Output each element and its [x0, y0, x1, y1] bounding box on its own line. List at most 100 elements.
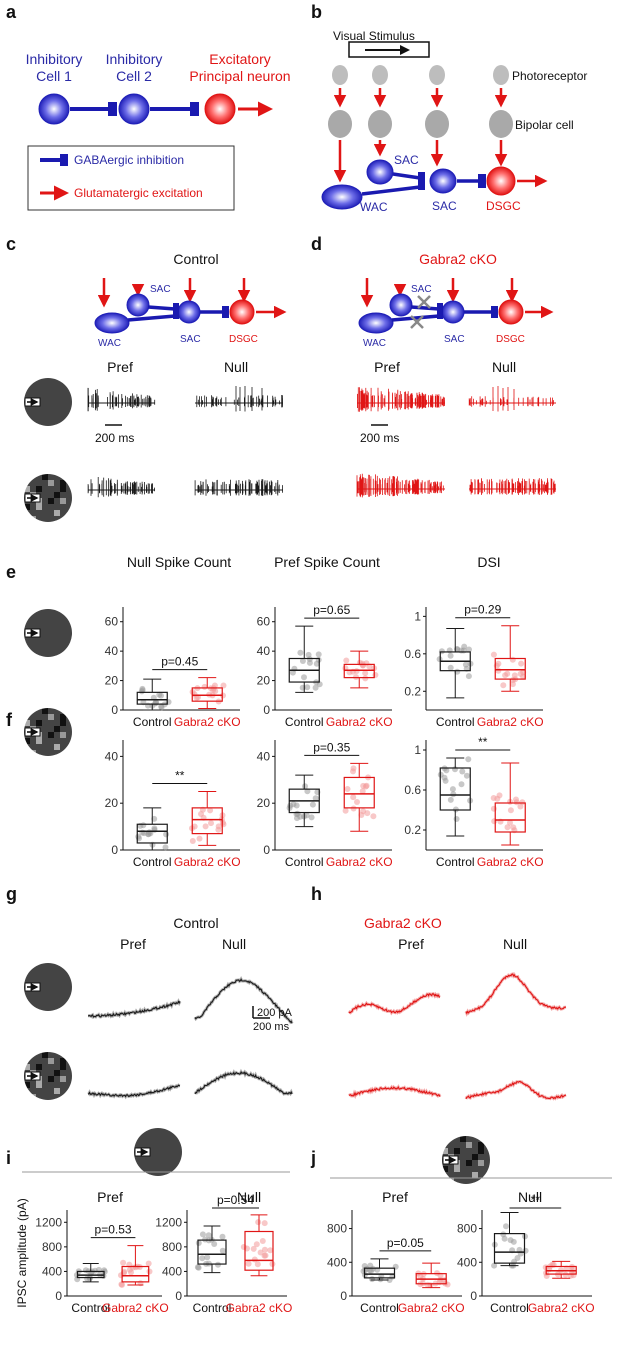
- data-point: [450, 791, 457, 798]
- y-tick-label: 400: [327, 1255, 347, 1269]
- data-point: [302, 783, 308, 790]
- significance-label: p=0.53: [95, 1223, 132, 1237]
- data-point: [490, 651, 497, 658]
- data-point: [207, 807, 214, 814]
- data-point: [151, 825, 158, 832]
- y-tick-label: 400: [162, 1264, 182, 1278]
- c-sac-label-2: SAC: [180, 334, 201, 345]
- cell1-label-2: Cell 1: [36, 68, 72, 84]
- data-point: [156, 691, 163, 698]
- h-null-label: Null: [503, 936, 527, 952]
- d-time-scale-label: 200 ms: [360, 431, 399, 445]
- spike-train: [194, 479, 283, 496]
- box-control: [288, 625, 323, 693]
- ipsc-trace: [87, 1084, 181, 1098]
- panel-b: Visual Stimulus Photoreceptor Bipolar ce…: [321, 29, 587, 214]
- inhibitory-cell-1: [38, 93, 70, 125]
- data-point: [215, 1261, 221, 1268]
- y-tick-label: 0.6: [404, 647, 421, 661]
- y-tick-label: 1200: [155, 1215, 182, 1229]
- data-point: [495, 667, 502, 674]
- y-tick-label: 1: [414, 743, 421, 757]
- data-point: [199, 1231, 206, 1238]
- data-point: [362, 670, 369, 677]
- cell2-label-2: Cell 2: [116, 68, 152, 84]
- b-inhib-terminal: [478, 174, 486, 188]
- data-point: [261, 1246, 268, 1253]
- y-tick-label: 800: [327, 1222, 347, 1236]
- data-point: [146, 1268, 153, 1275]
- y-axis-label: IPSC amplitude (pA): [15, 1198, 29, 1307]
- data-point: [513, 796, 519, 803]
- significance-label: **: [175, 768, 185, 782]
- iqr-box: [121, 1265, 150, 1283]
- data-point: [204, 1254, 211, 1261]
- data-point: [145, 1260, 152, 1267]
- legend-inhib-terminal: [60, 154, 68, 166]
- cell1-label-1: Inhibitory: [26, 51, 83, 67]
- spike-train: [87, 477, 155, 498]
- data-point: [254, 1261, 261, 1268]
- ipsc-sem-band: [347, 991, 441, 1016]
- g-title: Control: [173, 915, 218, 931]
- data-point: [507, 807, 514, 814]
- data-point: [462, 661, 469, 668]
- bipolar-cell: [328, 110, 352, 138]
- data-point: [447, 652, 454, 659]
- panel-label-c: c: [6, 234, 16, 254]
- data-point: [245, 1260, 252, 1267]
- data-point: [519, 799, 526, 806]
- data-point: [424, 1281, 431, 1288]
- bipolar-cells: [328, 110, 513, 138]
- y-tick-label: 20: [257, 674, 271, 688]
- photoreceptors: [332, 65, 509, 85]
- significance-label: **: [531, 1193, 541, 1207]
- data-point: [299, 658, 306, 664]
- b-dsgc: [486, 166, 516, 196]
- significance-label: p=0.35: [313, 740, 350, 754]
- data-point: [194, 1264, 201, 1271]
- data-point: [369, 1276, 376, 1283]
- stim-uniform-icon-g: [24, 963, 72, 1011]
- stimulus-bar: [348, 41, 430, 58]
- d-knockout-cross: [410, 295, 431, 329]
- y-tick-label: 800: [42, 1240, 62, 1254]
- panel-label-e: e: [6, 562, 16, 582]
- c-title: Control: [173, 251, 218, 267]
- y-tick-label: 400: [457, 1255, 477, 1269]
- data-point: [353, 668, 360, 675]
- y-tick-label: 20: [105, 674, 119, 688]
- data-point: [417, 1273, 424, 1280]
- y-tick-label: 0.6: [404, 783, 421, 797]
- data-point: [219, 1233, 226, 1240]
- stim-checker-icon-c: [24, 474, 72, 522]
- data-point: [189, 838, 196, 844]
- stimulus-label: Visual Stimulus: [333, 29, 415, 43]
- iqr-box: [136, 823, 168, 844]
- y-tick-label: 0: [340, 1289, 347, 1303]
- box-control: [360, 1258, 399, 1283]
- iqr-box: [439, 767, 471, 811]
- data-point: [210, 687, 217, 694]
- data-point: [253, 1241, 260, 1248]
- data-point: [342, 807, 349, 814]
- stim-uniform-icon-i: [134, 1128, 182, 1176]
- data-point: [120, 1259, 127, 1266]
- ipsc-sem-band: [464, 1080, 567, 1101]
- spike-train: [468, 386, 554, 412]
- c-sac-label: SAC: [150, 284, 171, 295]
- y-tick-label: 60: [105, 615, 119, 629]
- ipsc-trace: [88, 1000, 181, 1018]
- category-label: Control: [490, 1301, 529, 1315]
- category-label: Control: [436, 855, 475, 869]
- data-point: [315, 651, 322, 658]
- chart-title: Null Spike Count: [127, 554, 231, 570]
- data-point: [196, 835, 203, 842]
- d-title: Gabra2 cKO: [419, 251, 497, 267]
- data-point: [466, 646, 472, 653]
- b-excitation-arrows: [333, 88, 508, 183]
